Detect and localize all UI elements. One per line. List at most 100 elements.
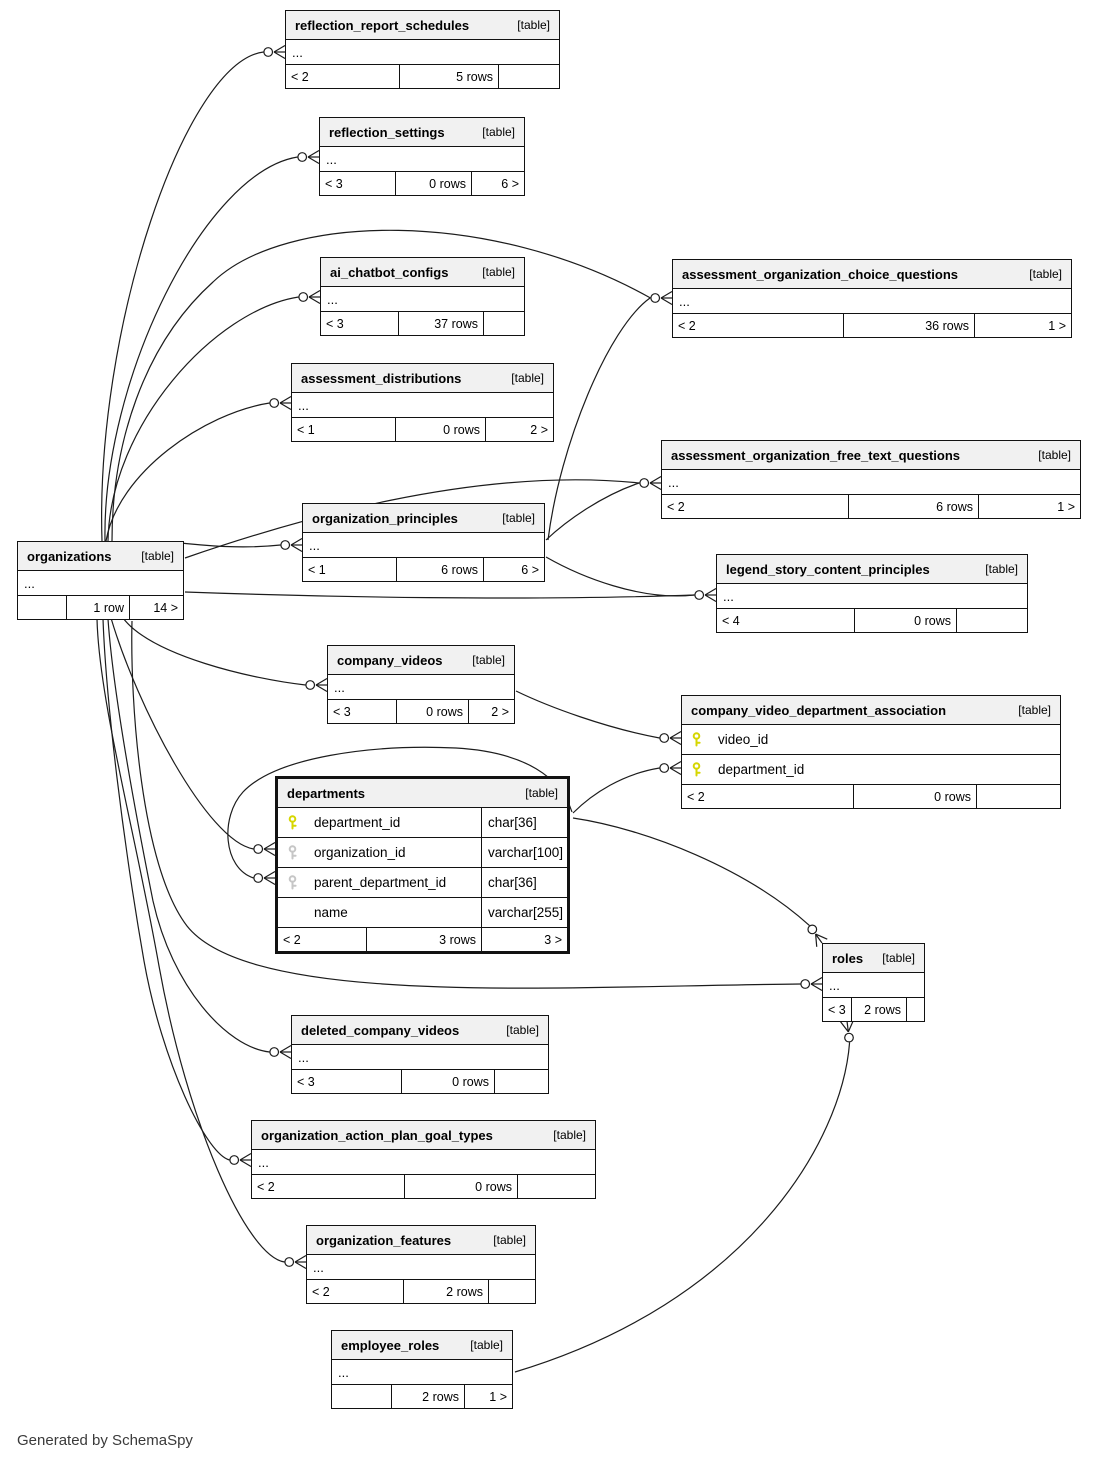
edge-organizations-to-organization_action_plan_goal_types — [102, 618, 230, 1161]
table-tag: [table] — [1029, 267, 1062, 281]
footer-rows: 6 rows — [396, 558, 483, 581]
table-tag: [table] — [553, 1128, 586, 1142]
table-tag: [table] — [1038, 448, 1071, 462]
table-legend_story_content_principles[interactable]: legend_story_content_principles[table]..… — [716, 554, 1028, 633]
table-header: employee_roles[table] — [332, 1331, 512, 1360]
footer-parents: < 4 — [722, 613, 740, 628]
cardinality-circle — [280, 540, 291, 550]
footer-rows: 6 rows — [848, 495, 978, 518]
table-assessment_organization_free_text_questions[interactable]: assessment_organization_free_text_questi… — [661, 440, 1081, 519]
table-header: reflection_report_schedules[table] — [286, 11, 559, 40]
table-tag: [table] — [985, 562, 1018, 576]
footer-rows: 0 rows — [404, 1175, 517, 1198]
crowfoot-prong — [846, 1020, 849, 1032]
edge-departments-to-company_video_department_association — [572, 767, 660, 814]
column-row: department_id — [682, 755, 1060, 785]
edge-departments-to-departments-self — [227, 746, 573, 879]
footer-children: 3 > — [481, 928, 567, 951]
generator-note: Generated by SchemaSpy — [17, 1432, 193, 1449]
crowfoot-prong — [704, 594, 717, 603]
cardinality-circle — [269, 398, 280, 408]
footer-parents — [18, 596, 66, 619]
footer-parents: < 3 — [333, 704, 351, 719]
footer-children: 1 > — [978, 495, 1080, 518]
footer-parents: < 3 — [297, 1074, 315, 1089]
crowfoot-prong — [815, 934, 818, 947]
key-icon-slot — [682, 732, 712, 747]
cardinality-circle — [659, 763, 670, 773]
edge-organizations-to-deleted_company_videos — [107, 618, 270, 1053]
crowfoot-prong — [273, 51, 286, 60]
crowfoot-prong — [669, 760, 682, 769]
footer-children: 14 > — [129, 596, 183, 619]
edge-organizations-to-company_videos — [122, 617, 306, 686]
crowfoot-prong — [649, 482, 662, 491]
table-header: company_videos[table] — [328, 646, 514, 675]
crowfoot-prong — [307, 149, 320, 158]
primary-key-icon — [288, 815, 297, 830]
columns-ellipsis: ... — [307, 1255, 535, 1280]
table-header: assessment_organization_free_text_questi… — [662, 441, 1080, 470]
table-tag: [table] — [472, 653, 505, 667]
table-organization_action_plan_goal_types[interactable]: organization_action_plan_goal_types [tabl… — [251, 1120, 596, 1199]
column-name: department_id — [718, 762, 805, 777]
crowfoot-prong — [239, 1152, 252, 1161]
table-company_video_department_association[interactable]: company_video_department_association[tab… — [681, 695, 1061, 809]
column-type: varchar[100] — [481, 838, 567, 867]
footer-rows: 36 rows — [843, 314, 974, 337]
table-title: departments — [287, 785, 366, 801]
table-tag: [table] — [506, 1023, 539, 1037]
table-header: legend_story_content_principles[table] — [717, 555, 1027, 584]
footer-parents: < 3 — [828, 1002, 846, 1017]
table-header: assessment_organization_choice_questions… — [673, 260, 1071, 289]
crowfoot-prong — [307, 156, 320, 165]
cardinality-circle — [807, 924, 818, 935]
table-assessment_organization_choice_questions[interactable]: assessment_organization_choice_questions… — [672, 259, 1072, 338]
footer-rows: 37 rows — [398, 312, 483, 335]
crowfoot-prong — [290, 537, 303, 546]
table-title: organization_action_plan_goal_types — [261, 1127, 493, 1143]
footer-parents — [332, 1385, 391, 1408]
crowfoot-prong — [840, 1021, 849, 1033]
crowfoot-prong — [669, 737, 682, 746]
edge-organizations-to-assessment_distributions — [105, 402, 270, 542]
footer-children: 6 > — [471, 172, 524, 195]
footer-parents: < 3 — [325, 176, 343, 191]
table-tag: [table] — [517, 18, 550, 32]
table-title: organization_principles — [312, 510, 458, 526]
table-title: ai_chatbot_configs — [330, 264, 449, 280]
footer-parents: < 2 — [687, 789, 705, 804]
crowfoot-prong — [290, 544, 303, 553]
cardinality-circle — [284, 1257, 295, 1267]
edge-organizations-to-reflection_settings — [104, 156, 298, 542]
cardinality-circle — [263, 47, 274, 57]
footer-rows: 0 rows — [395, 172, 471, 195]
table-header: ai_chatbot_configs[table] — [321, 258, 524, 287]
crowfoot-prong — [810, 983, 823, 992]
cardinality-circle — [253, 844, 264, 854]
edge-organizations-to-roles — [131, 620, 801, 989]
table-header: departments[table] — [278, 779, 567, 808]
table-title: company_video_department_association — [691, 702, 947, 718]
footer-children — [976, 785, 1060, 808]
table-tag: [table] — [511, 371, 544, 385]
table-reflection_report_schedules[interactable]: reflection_report_schedules[table]...< 2… — [285, 10, 560, 89]
